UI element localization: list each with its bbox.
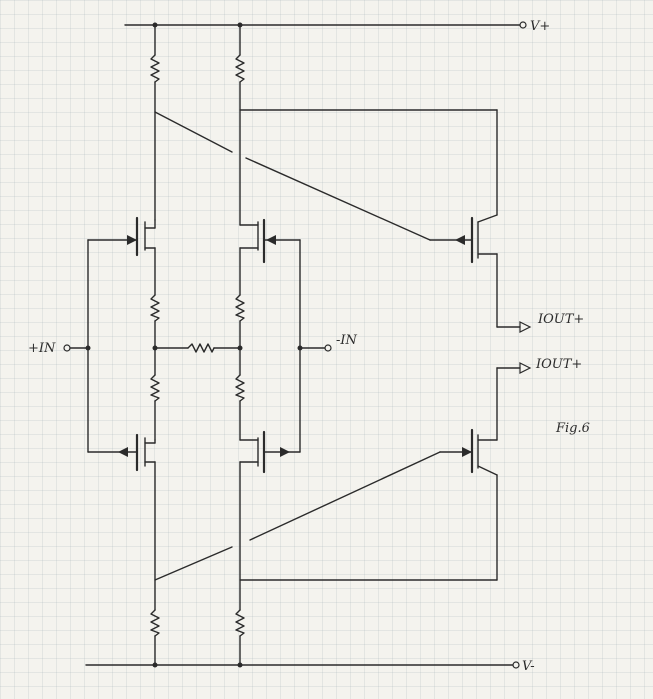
v-minus-label: V- <box>522 659 535 674</box>
resistor-mid-left-upper <box>150 294 160 322</box>
iout-top-label: IOUT+ <box>537 312 584 327</box>
v-plus-terminal <box>519 21 527 29</box>
plus-in-label: +IN <box>28 341 56 356</box>
minus-in-input: -IN <box>297 239 358 453</box>
minus-in-terminal <box>324 344 332 352</box>
v-plus-label: V+ <box>530 19 550 34</box>
left-column <box>87 24 160 668</box>
right-column <box>152 22 301 668</box>
plus-in-input: +IN <box>28 239 91 453</box>
minus-in-label: -IN <box>336 333 358 348</box>
upper-output-stage: IOUT+ <box>154 109 584 333</box>
figure-caption: Fig.6 <box>555 421 590 436</box>
resistor-top-left <box>150 54 160 83</box>
resistor-bottom-right <box>235 609 245 637</box>
resistor-bottom-left <box>150 609 160 637</box>
iout-bottom-label: IOUT+ <box>535 357 582 372</box>
resistor-top-right <box>235 54 245 83</box>
resistor-mid-right-upper <box>235 294 245 322</box>
resistor-mid-right-lower <box>235 374 245 402</box>
lower-output-stage: IOUT+ <box>154 357 582 581</box>
iout-top-arrow <box>519 321 532 333</box>
plus-in-terminal <box>63 344 71 352</box>
resistor-center <box>187 343 215 353</box>
v-minus-terminal <box>512 661 520 669</box>
iout-bottom-arrow <box>519 362 532 374</box>
resistor-mid-left-lower <box>150 374 160 402</box>
